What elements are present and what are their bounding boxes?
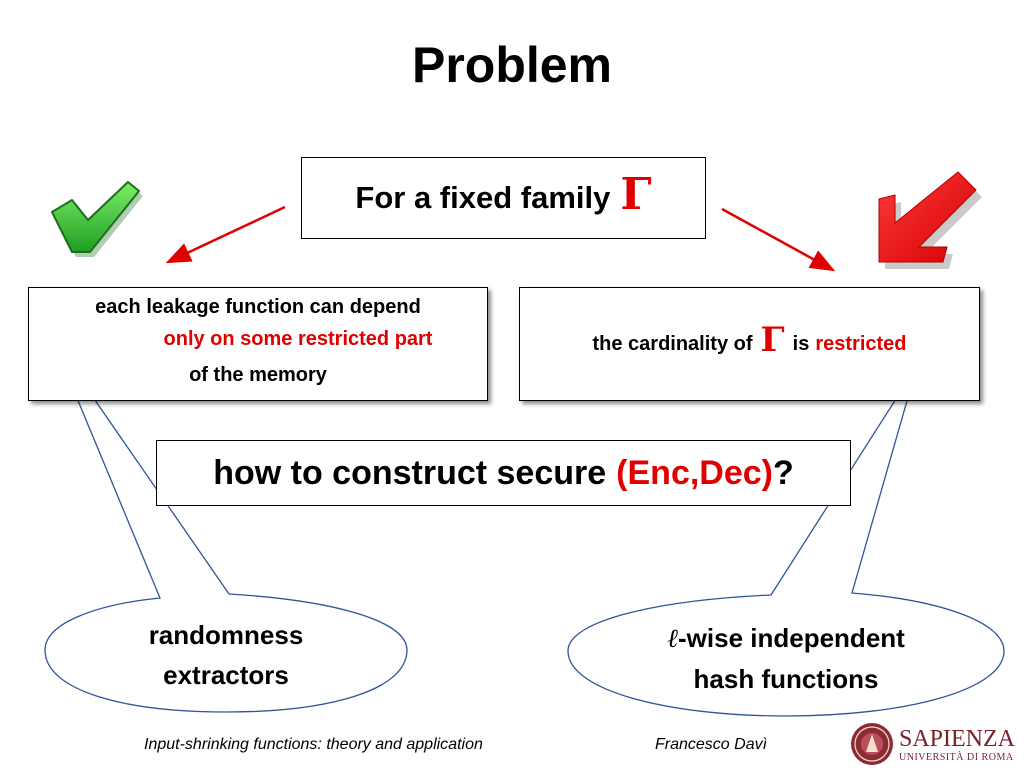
arrow-to-left-box — [165, 205, 286, 264]
gamma-symbol-right: Γ — [760, 320, 785, 360]
right-box-text-before: the cardinality of — [592, 332, 753, 355]
left-box-line-2: only on some restricted part — [163, 328, 433, 350]
sapienza-logo: SAPIENZA UNIVERSITÀ DI ROMA — [899, 726, 1015, 764]
question-text: how to construct secure — [213, 453, 607, 492]
left-bubble-text: randomness extractors — [45, 615, 407, 695]
right-callout-bubble — [567, 365, 1005, 717]
gamma-symbol: Γ — [620, 168, 652, 220]
fixed-family-box: For a fixed family Γ — [301, 157, 706, 239]
left-box-line-1: each leakage function can depend — [95, 296, 421, 318]
question-box: how to construct secure (Enc,Dec) ? — [156, 440, 851, 506]
slide-title: Problem — [411, 37, 613, 93]
left-bubble-line-1: randomness — [148, 620, 304, 650]
fixed-family-text: For a fixed family — [355, 180, 611, 215]
sapienza-seal-icon — [851, 723, 893, 765]
footer-author: Francesco Davì — [655, 736, 768, 753]
right-box-is: is — [792, 332, 810, 355]
right-bubble-line-1: -wise independent — [678, 623, 905, 653]
left-box-line-3: of the memory — [189, 364, 327, 386]
restricted-cardinality-box: the cardinality of Γ is restricted — [519, 287, 980, 401]
left-bubble-line-2: extractors — [163, 660, 289, 690]
question-highlight: (Enc,Dec) — [616, 453, 773, 492]
logo-name: SAPIENZA — [899, 726, 1016, 752]
checkmark-icon — [51, 181, 143, 257]
arrow-to-right-box — [721, 207, 836, 272]
right-bubble-text: ℓ-wise independent hash functions — [568, 618, 1004, 699]
right-bubble-line-2: hash functions — [693, 664, 879, 694]
right-box-restricted: restricted — [815, 332, 907, 355]
restricted-part-box: each leakage function can depend only on… — [28, 287, 488, 401]
left-callout-bubble — [44, 337, 408, 713]
ell-symbol: ℓ — [667, 624, 679, 654]
question-mark: ? — [773, 453, 794, 492]
down-left-arrow-icon — [878, 171, 982, 269]
logo-subtitle: UNIVERSITÀ DI ROMA — [899, 752, 1014, 763]
footer-talk-title: Input-shrinking functions: theory and ap… — [144, 736, 483, 753]
